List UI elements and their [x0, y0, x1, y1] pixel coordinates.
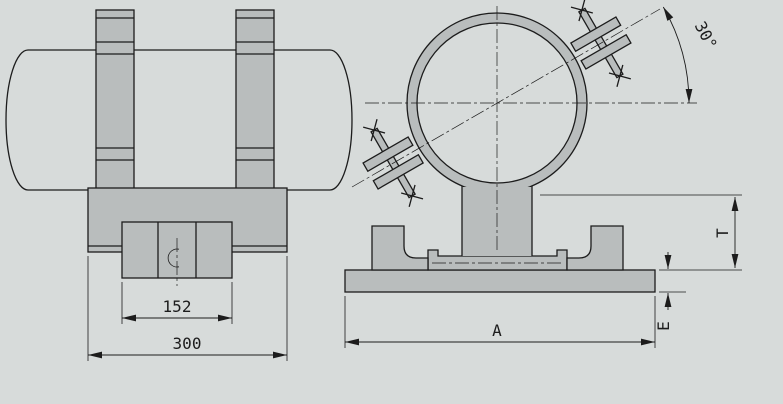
base-front-block	[121, 221, 233, 286]
strap-bend-lines	[236, 17, 274, 161]
dim-152-label: 152	[163, 297, 192, 316]
lug-plate	[362, 136, 414, 173]
side-view: 152 300	[5, 9, 353, 361]
dimension-A: A	[344, 296, 656, 348]
base-flange-right	[566, 225, 624, 271]
lug-plate	[569, 16, 622, 53]
cross-mark	[608, 64, 631, 87]
base-plate	[344, 269, 656, 293]
bolt-hole	[167, 248, 180, 268]
extension-lines	[540, 194, 742, 271]
front-block-ribs	[157, 222, 197, 278]
dim-angle-label: 30°	[691, 18, 721, 52]
strap-band	[95, 9, 135, 191]
clamp-strap-left	[95, 9, 135, 191]
dimension-T: T	[540, 194, 742, 271]
base-flange-left	[371, 225, 429, 271]
dimension-152: 152	[121, 282, 233, 324]
extension-lines	[87, 256, 288, 361]
dim-A-label: A	[492, 321, 502, 340]
strap-bend-lines	[96, 17, 134, 161]
angle-arc	[662, 6, 693, 104]
dimension-angle-30: 30°	[662, 6, 721, 104]
lug-plate	[372, 153, 425, 190]
centerlines	[351, 6, 697, 264]
cross-mark	[363, 119, 386, 142]
bolt-end-marks	[363, 0, 631, 207]
dim-300-label: 300	[173, 334, 202, 353]
strap-band	[235, 9, 275, 191]
clamp-strap-right	[235, 9, 275, 191]
lug-plate	[580, 33, 632, 70]
pipe-side-outline	[5, 49, 353, 191]
support-neck-edges	[461, 186, 533, 256]
dimension-300: 300	[87, 256, 288, 361]
cross-mark	[401, 184, 424, 207]
dim-E-label: E	[654, 321, 673, 331]
front-view: 30° T E A	[344, 0, 742, 348]
dim-T-label: T	[713, 228, 732, 238]
cross-mark	[570, 0, 593, 22]
joint-plane-centerline	[351, 8, 661, 188]
dimension-E: E	[654, 252, 686, 331]
